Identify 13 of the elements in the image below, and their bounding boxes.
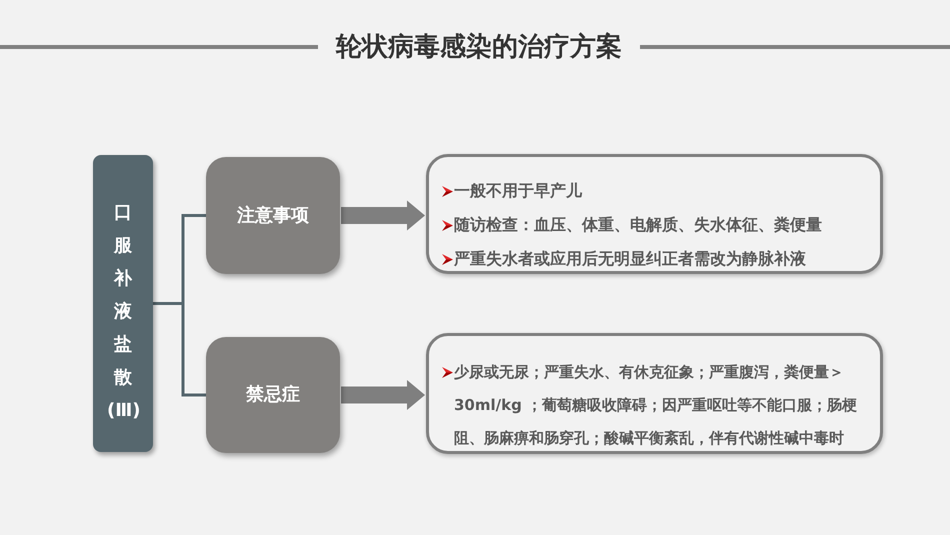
block-arrow bbox=[341, 200, 425, 230]
list-text: 一般不用于早产儿 bbox=[454, 180, 582, 202]
block-arrow bbox=[341, 380, 425, 410]
category-box: 注意事项 bbox=[206, 157, 340, 274]
title: 轮状病毒感染的治疗方案 bbox=[336, 30, 622, 64]
list-text: 随访检查：血压、体重、电解质、失水体征、粪便量 bbox=[454, 214, 822, 236]
info-box bbox=[426, 154, 883, 274]
list-text: 少尿或无尿；严重失水、有休克征象；严重腹泻，粪便量＞30ml/kg ；葡萄糖吸收障碍；因严重呕吐等不能口服；肠梗阻、肠麻痹和肠穿孔；酸碱平衡紊乱，伴有代谢性碱中毒时 bbox=[454, 362, 858, 449]
list-text: 严重失水者或应用后无明显纠正者需改为静脉补液 bbox=[454, 248, 806, 270]
category-box: 禁忌症 bbox=[206, 337, 340, 453]
vertical-label-bar: 口服补液盐散(Ⅲ) bbox=[93, 155, 153, 452]
bracket-connector bbox=[152, 214, 208, 396]
info-box bbox=[426, 333, 883, 454]
